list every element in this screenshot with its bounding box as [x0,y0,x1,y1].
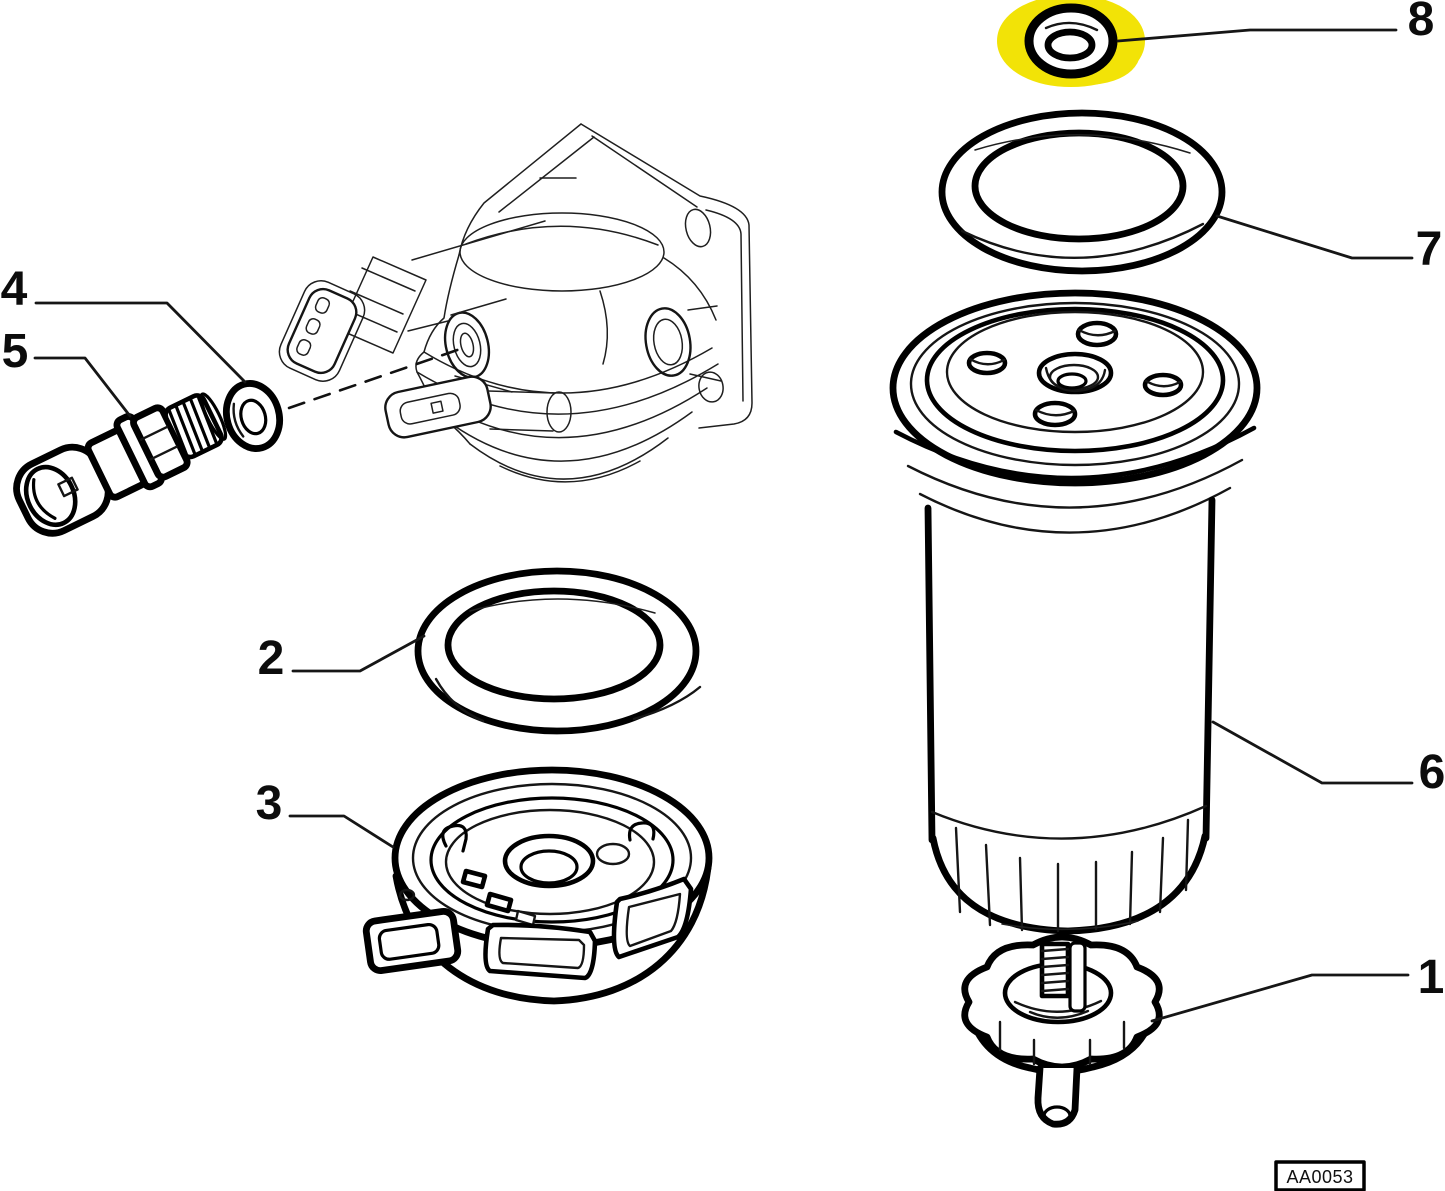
heater-window-front [483,922,598,981]
knob-threaded-stud [1039,941,1071,999]
head-port-right [644,307,692,377]
part-2-head-seal-ring [414,567,702,735]
leader-1 [1150,973,1410,1023]
callout-label-1: 1 [1418,951,1445,1004]
callout-label-7: 7 [1416,223,1443,276]
leader-8 [1116,28,1398,43]
callout-label-2: 2 [258,632,285,685]
knob-star-face [961,933,1163,1071]
flange-hole-bottom [698,371,724,403]
heater-window-right [611,876,694,960]
heater-connector-tab [362,908,462,974]
head-body-rings [423,347,713,394]
part-8-small-o-ring [1024,3,1118,79]
callout-label-6: 6 [1419,746,1445,799]
drawing-code-text: AA0053 [1286,1167,1353,1187]
head-port-left [443,311,491,379]
cartridge-body-right [1202,496,1216,842]
cartridge-top-plate [945,310,1205,434]
three-pin-connector [278,280,366,382]
part-3-heater-element [362,766,713,1005]
leader-7 [1215,214,1414,260]
callout-leaders [33,28,1414,1023]
leader-6 [1211,720,1414,785]
flange-hole-top [684,208,712,248]
leader-4 [34,301,247,384]
drawing-code-box: AA0053 [1274,1160,1366,1191]
callout-label-5: 5 [2,325,29,378]
callout-label-3: 3 [256,777,283,830]
callout-label-4: 4 [1,263,28,316]
cartridge-fluted-base [929,832,1209,935]
part-6-fuel-filter-cartridge [889,289,1261,935]
leader-3 [288,814,395,849]
heater-center-hole [502,833,596,889]
flange-outline [580,123,753,429]
part-1-drain-tap-knob [961,933,1163,1128]
leader-2 [291,634,426,673]
head-top-opening [459,212,665,292]
filter-head-assembly [278,123,753,483]
assembly-axis-dashed-line [287,345,468,410]
callout-labels: 1 2 3 4 5 6 7 8 [1,0,1445,1004]
spade-terminal [384,375,492,439]
callout-label-8: 8 [1408,0,1435,46]
leader-5 [33,356,132,418]
part-4-sensor-seal-washer [223,380,283,452]
part-7-cartridge-seal-ring [938,109,1226,275]
code-box-frame [1274,1160,1366,1191]
cartridge-body-left [924,504,936,844]
part-5-water-detector-sensor [13,392,228,537]
